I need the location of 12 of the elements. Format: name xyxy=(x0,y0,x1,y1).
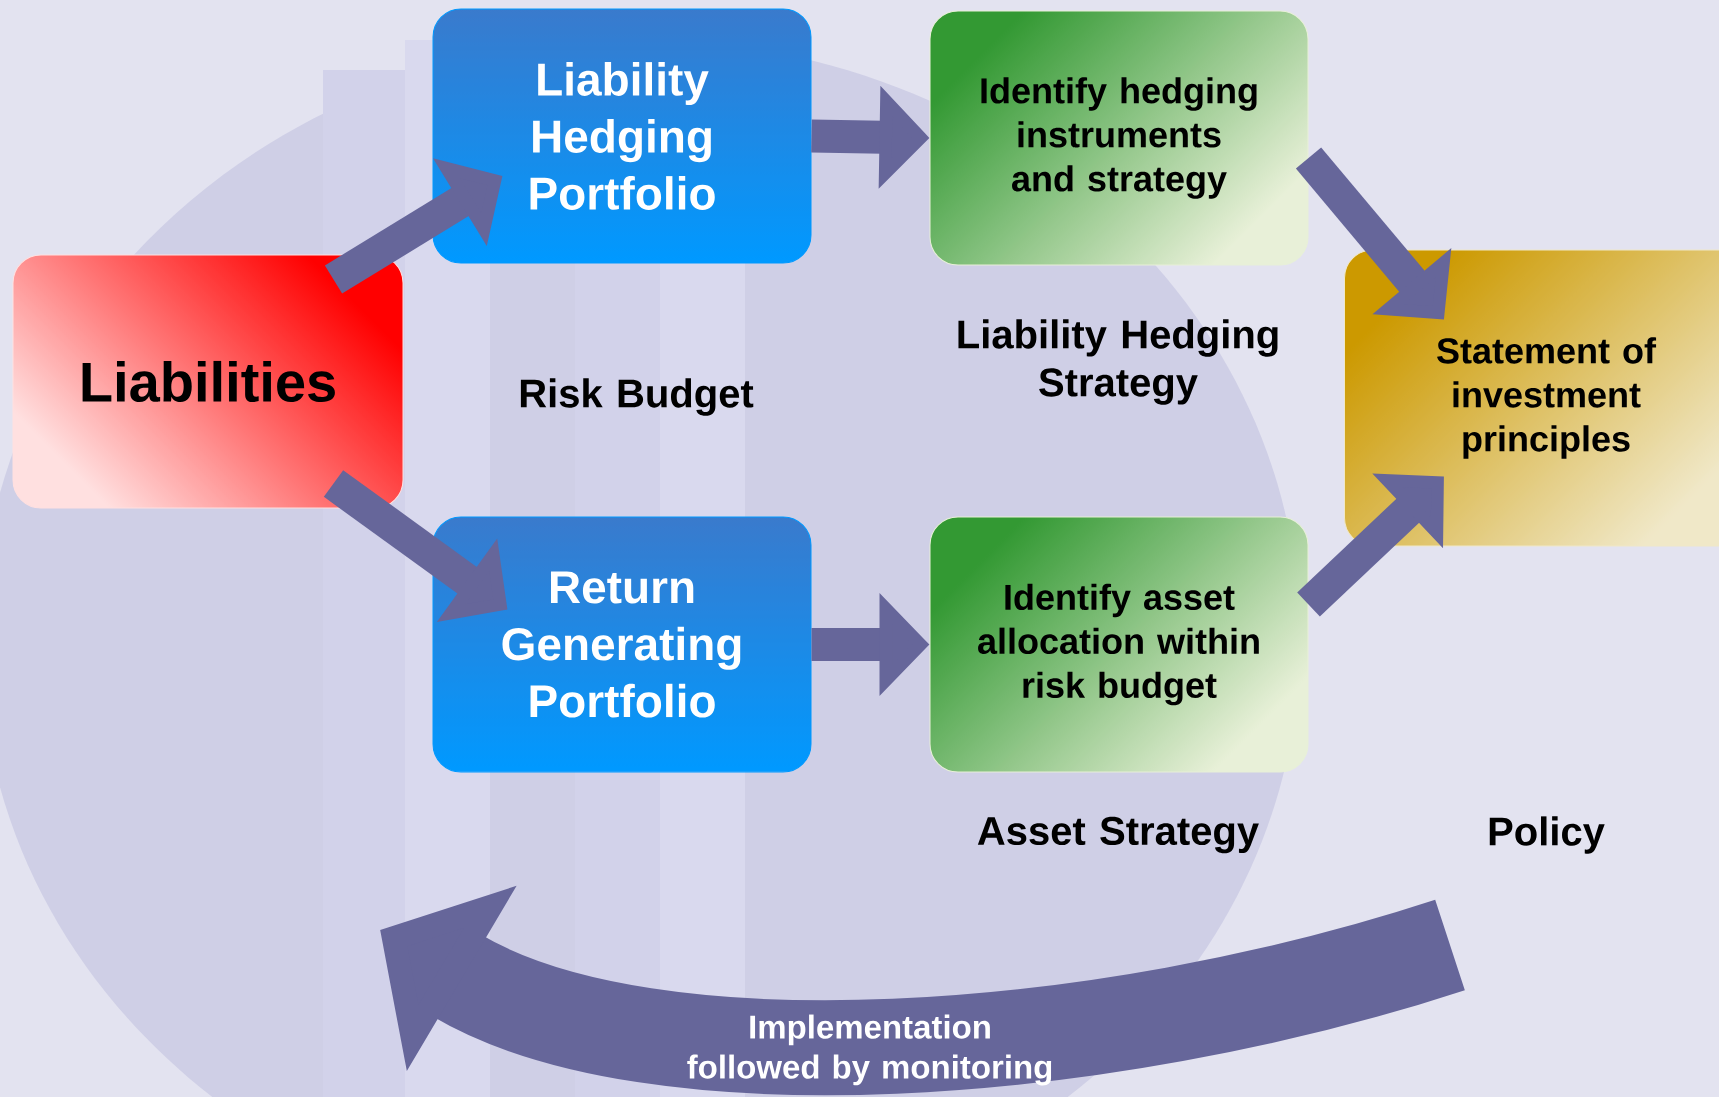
process-box: Identify hedging instruments and strategy xyxy=(929,10,1309,266)
process-box: Liabilities xyxy=(12,254,404,509)
process-box: Return Generating Portfolio xyxy=(432,516,812,773)
process-box: Liability Hedging Portfolio xyxy=(432,8,812,264)
process-box: Identify asset allocation within risk budget xyxy=(929,516,1309,773)
process-box: Statement of investment principles xyxy=(1344,249,1719,547)
arrow xyxy=(1297,473,1444,617)
section-label: Asset Strategy xyxy=(977,816,1259,854)
section-label: Policy xyxy=(1489,816,1605,854)
section-label: Risk Budget xyxy=(520,378,754,416)
arrow-label: Implementation followed by monitoring xyxy=(687,1014,1052,1086)
section-label: Liability Hedging Strategy xyxy=(958,319,1278,405)
